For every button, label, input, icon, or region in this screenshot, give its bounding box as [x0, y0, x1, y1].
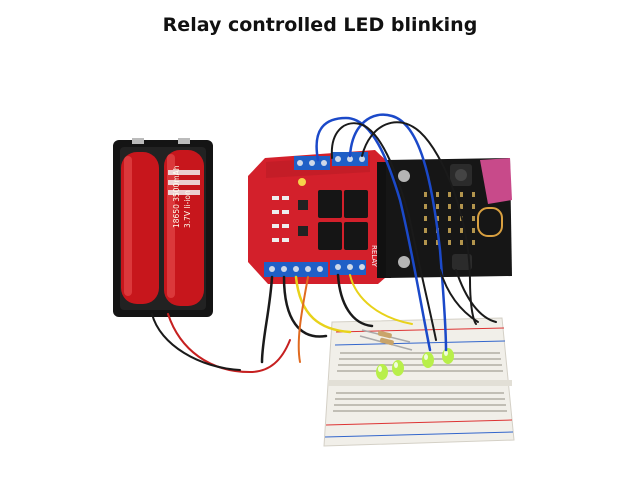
- relay-1: [318, 190, 342, 218]
- led-1: [376, 364, 388, 380]
- wire-battery-black: [151, 313, 241, 371]
- logo-icon: [477, 207, 503, 237]
- led-2: [392, 360, 404, 376]
- wire-black-3: [336, 273, 374, 328]
- relay-2: [344, 190, 368, 218]
- page-title: Relay controlled LED blinking: [162, 14, 478, 36]
- led-3: [422, 352, 434, 368]
- wire-black-7: [455, 269, 497, 323]
- wire-yellow-1: [294, 275, 352, 334]
- relay-3: [318, 222, 342, 250]
- button-b-icon: [452, 254, 472, 270]
- wire-black-5: [361, 121, 477, 325]
- relay-4: [344, 222, 368, 250]
- wires: [151, 113, 497, 374]
- battery-label-1: 18650 3500mAh: [172, 165, 181, 228]
- wire-black-2: [282, 275, 328, 338]
- battery-label-2: 3.7V li-ion: [183, 190, 192, 228]
- wire-black-1: [260, 275, 274, 364]
- wire-black-6: [439, 269, 479, 323]
- relay-board: RELAY: [248, 150, 392, 284]
- relay-board-label: RELAY: [370, 245, 378, 268]
- breadboard: [323, 317, 515, 447]
- microbit: [386, 158, 512, 278]
- led-4: [442, 348, 454, 364]
- wire-blue-1: [315, 116, 432, 352]
- resistors: [359, 329, 413, 351]
- wire-blue-2: [348, 113, 448, 352]
- wire-black-4: [330, 122, 437, 341]
- wire-battery-red: [167, 313, 291, 374]
- battery-pack: 18650 3500mAh 3.7V li-ion: [113, 138, 213, 317]
- wire-orange: [297, 276, 309, 363]
- wire-yellow-2: [349, 274, 413, 325]
